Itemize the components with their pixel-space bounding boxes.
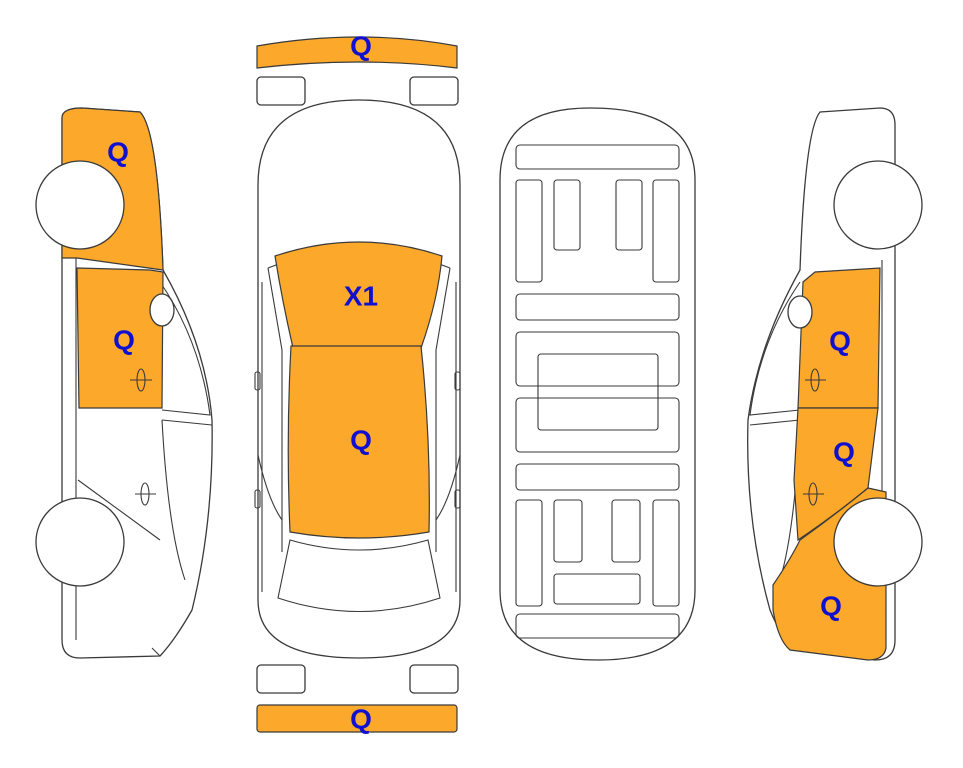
right-rear-quarter-label: Q [820,591,842,622]
right-front-door-label: Q [829,326,851,357]
roof-label: Q [350,425,372,456]
roof-panel[interactable] [287,345,430,539]
left-rear-door-handle [135,482,156,506]
front-bumper-label: Q [350,31,372,62]
rear-bumper-label: Q [350,704,372,735]
hood-panel[interactable] [274,241,443,349]
left-front-door-handle [130,368,152,392]
right-rear-wheel [833,497,923,587]
rear-bumper-panel[interactable] [256,704,458,733]
front-bumper-panel[interactable] [256,36,458,69]
left-front-wheel [35,160,125,250]
right-rear-door-handle [803,482,824,506]
rear-light-right [409,664,459,694]
rear-light-left [256,664,306,694]
left-front-fender-label: Q [107,137,129,168]
left-front-door-panel[interactable] [76,267,164,409]
left-mirror [149,293,175,327]
left-front-door-label: Q [113,325,135,356]
front-light-right [409,76,459,106]
right-rear-door-label: Q [833,437,855,468]
front-light-left [256,76,306,106]
right-front-door-handle [805,368,826,392]
right-mirror [787,295,813,329]
hood-label: X1 [344,281,378,312]
left-rear-wheel [35,497,125,587]
right-front-wheel [833,160,923,250]
underbody-view [499,107,696,661]
